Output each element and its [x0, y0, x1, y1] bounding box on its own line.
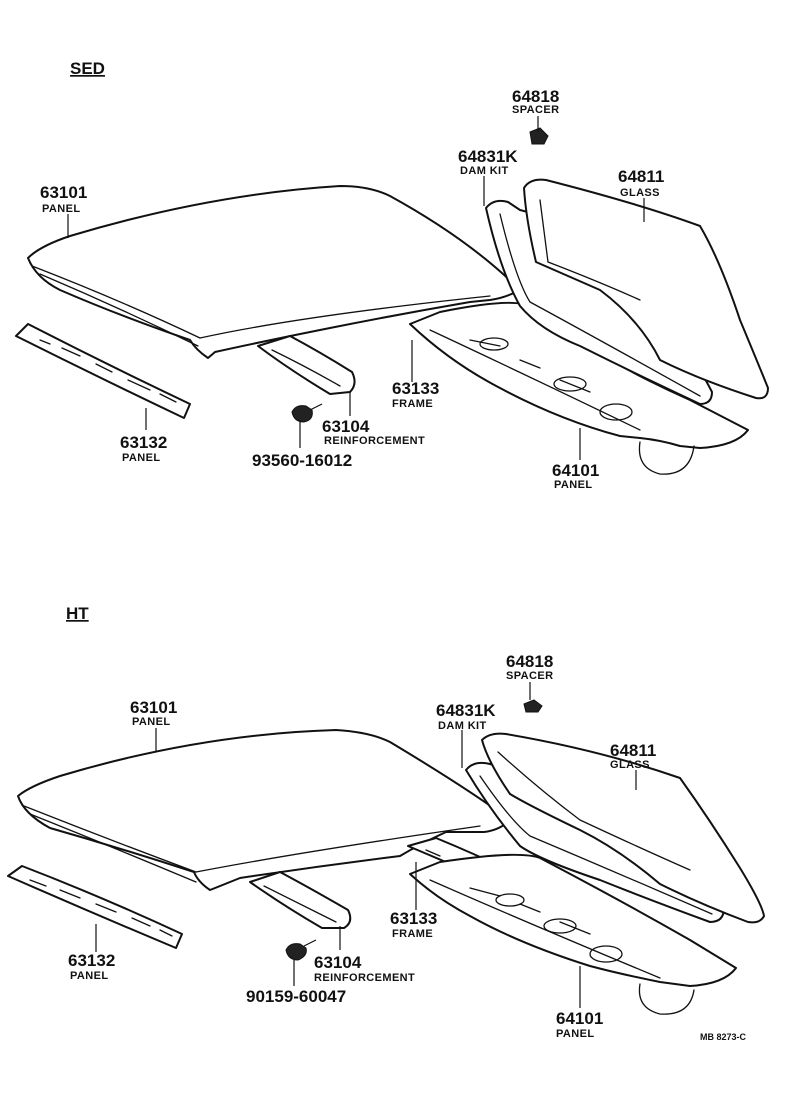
- callout-ht-bolt-number: 90159-60047: [246, 987, 346, 1006]
- glass-drawing: [481, 732, 765, 924]
- spacer-drawing: [523, 699, 543, 713]
- callout-ht-glass-number: 64811: [610, 741, 656, 760]
- reinforcement-drawing: [257, 335, 356, 395]
- bolt-drawing: [285, 939, 317, 961]
- callout-sed-front-number: 63132: [120, 433, 167, 452]
- callout-sed-glass-number: 64811: [618, 167, 664, 186]
- front-panel-drawing: [15, 323, 191, 419]
- bolt-drawing: [291, 403, 323, 423]
- callout-sed-frame-name: FRAME: [392, 398, 433, 410]
- callout-ht-spacer-number: 64818: [506, 652, 553, 671]
- section-title-ht: HT: [66, 604, 89, 623]
- callout-ht-roof-name: PANEL: [132, 716, 170, 728]
- callout-ht-back-number: 64101: [556, 1009, 603, 1028]
- callout-sed-spacer-name: SPACER: [512, 104, 559, 116]
- leader-lines-sed: [67, 116, 645, 460]
- callout-sed-back-name: PANEL: [554, 479, 592, 491]
- callout-ht-front-name: PANEL: [70, 970, 108, 982]
- callout-sed-roof-number: 63101: [40, 183, 87, 202]
- callout-sed-reinf-name: REINFORCEMENT: [324, 435, 425, 447]
- callout-sed-damkit-number: 64831K: [458, 147, 518, 166]
- callout-sed-reinf-number: 63104: [322, 417, 370, 436]
- callout-ht-reinf-name: REINFORCEMENT: [314, 972, 415, 984]
- section-ht: HT: [7, 604, 765, 1040]
- callout-ht-glass-name: GLASS: [610, 759, 650, 771]
- callout-sed-damkit-name: DAM KIT: [460, 165, 509, 177]
- spacer-drawing: [529, 127, 549, 145]
- callout-ht-damkit-name: DAM KIT: [438, 720, 487, 732]
- glass-drawing: [523, 178, 769, 400]
- callout-ht-spacer-name: SPACER: [506, 670, 553, 682]
- callout-sed-frame-number: 63133: [392, 379, 439, 398]
- callout-ht-front-number: 63132: [68, 951, 115, 970]
- roof-panel-drawing: [27, 185, 521, 359]
- callout-ht-reinf-number: 63104: [314, 953, 362, 972]
- callout-ht-back-name: PANEL: [556, 1028, 594, 1040]
- front-panel-drawing: [7, 865, 183, 949]
- back-panel-drawing: [409, 301, 749, 475]
- callout-sed-spacer-number: 64818: [512, 87, 559, 106]
- section-sed: SED: [15, 59, 769, 491]
- callout-ht-frame-number: 63133: [390, 909, 437, 928]
- callout-sed-roof-name: PANEL: [42, 203, 80, 215]
- callout-sed-back-number: 64101: [552, 461, 599, 480]
- leader-lines-ht: [95, 682, 637, 1008]
- callout-ht-roof-number: 63101: [130, 698, 177, 717]
- callout-sed-front-name: PANEL: [122, 452, 160, 464]
- roof-panel-drawing: [17, 729, 511, 891]
- section-title-sed: SED: [70, 59, 105, 78]
- callout-ht-frame-name: FRAME: [392, 928, 433, 940]
- callout-sed-bolt-number: 93560-16012: [252, 451, 352, 470]
- callout-sed-glass-name: GLASS: [620, 187, 660, 199]
- reinforcement-drawing: [249, 871, 352, 929]
- callout-ht-damkit-number: 64831K: [436, 701, 496, 720]
- figure-code: MB 8273-C: [700, 1032, 747, 1042]
